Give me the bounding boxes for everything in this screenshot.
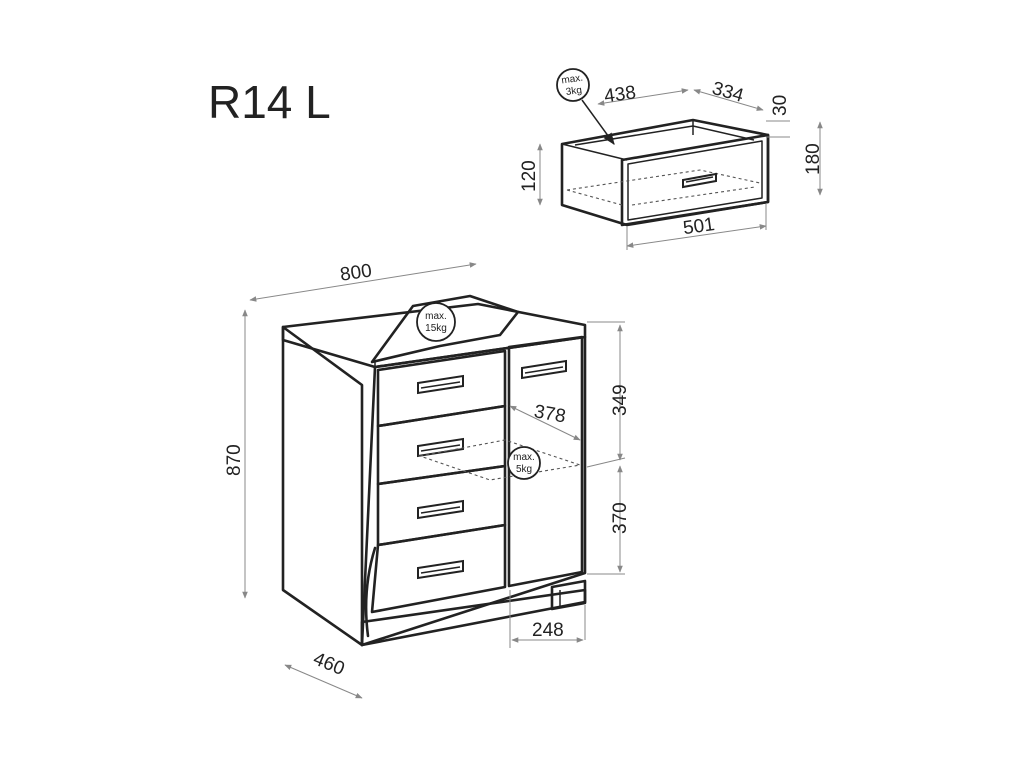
cabinet-curved-edge xyxy=(364,546,377,638)
model-title: R14 L xyxy=(208,76,331,128)
drawer-front xyxy=(620,133,770,227)
drawer-front-4 xyxy=(370,523,507,614)
plinth-foot xyxy=(550,579,587,611)
drawer-max-label: max. xyxy=(561,73,584,87)
shelf-max-load-badge: max. 5kg xyxy=(507,446,541,480)
drawer-drawing: 438 334 30 120 180 501 max. 3kg xyxy=(519,68,824,250)
cabinet-height-label: 870 xyxy=(224,444,245,476)
drawer-front-width-label: 501 xyxy=(682,214,716,239)
top-max-label: max. xyxy=(425,311,447,322)
drawer-depth-label: 334 xyxy=(710,78,747,107)
cabinet-lower-height-label: 370 xyxy=(610,502,631,534)
door-width-label: 248 xyxy=(532,620,564,641)
drawer-handle xyxy=(682,172,717,189)
shelf-depth-label: 378 xyxy=(532,401,567,427)
shelf-max-load: 5kg xyxy=(516,464,532,475)
drawer-max-load: 3kg xyxy=(565,85,582,98)
cabinet-upper-height-label: 349 xyxy=(610,384,631,416)
top-max-load-badge: max. 15kg xyxy=(416,302,456,342)
shelf-max-label: max. xyxy=(513,452,535,463)
drawer-front-height-label: 120 xyxy=(519,160,540,192)
cabinet-side xyxy=(281,325,364,647)
cabinet-width-label: 800 xyxy=(339,260,373,285)
top-max-load: 15kg xyxy=(425,323,447,334)
drawer-width-label: 438 xyxy=(603,82,637,107)
drawer-load-arrow xyxy=(581,99,615,145)
cabinet-door xyxy=(507,335,584,588)
cabinet-depth-label: 460 xyxy=(310,649,347,680)
cabinet-drawing: 800 870 460 349 378 370 248 max. 15kg ma… xyxy=(224,260,631,699)
drawer-top-height-label: 30 xyxy=(770,95,791,116)
drawer-max-load-badge: max. 3kg xyxy=(556,68,590,102)
drawer-total-height-label: 180 xyxy=(803,143,824,175)
